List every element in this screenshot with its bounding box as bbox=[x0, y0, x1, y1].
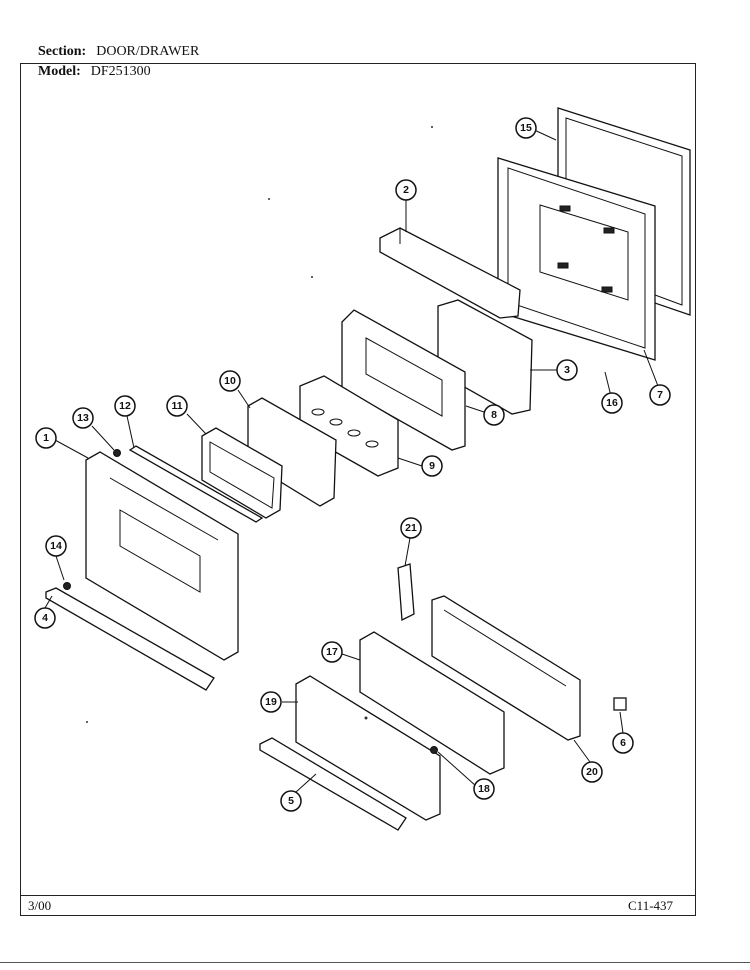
svg-text:19: 19 bbox=[265, 696, 277, 708]
section-value: DOOR/DRAWER bbox=[96, 44, 200, 59]
svg-text:8: 8 bbox=[491, 409, 497, 421]
scan-specks bbox=[86, 126, 433, 723]
svg-text:12: 12 bbox=[119, 400, 131, 412]
svg-text:5: 5 bbox=[288, 795, 294, 807]
callout-18: 18 bbox=[473, 778, 495, 800]
callout-15: 15 bbox=[515, 117, 537, 139]
callout-19: 19 bbox=[260, 691, 282, 713]
svg-text:20: 20 bbox=[586, 766, 598, 778]
part-11-gasket bbox=[201, 427, 283, 519]
footer-date: 3/00 bbox=[28, 898, 52, 913]
part-18-screw bbox=[430, 746, 438, 754]
callout-21: 21 bbox=[400, 517, 422, 539]
part-1-outer-door bbox=[85, 451, 239, 661]
callout-3: 3 bbox=[556, 359, 578, 381]
part-7-inner-door-liner bbox=[497, 157, 656, 361]
model-label: Model: bbox=[38, 64, 81, 79]
svg-text:14: 14 bbox=[50, 540, 62, 552]
svg-text:11: 11 bbox=[171, 400, 182, 412]
footer-page-code: C11-437 bbox=[628, 898, 674, 913]
page-bottom-rule bbox=[0, 962, 750, 963]
svg-text:3: 3 bbox=[564, 364, 570, 376]
svg-text:6: 6 bbox=[620, 737, 626, 749]
part-20-drawer-body bbox=[431, 595, 581, 741]
callout-17: 17 bbox=[321, 641, 343, 663]
part-4-bottom-trim bbox=[45, 587, 215, 691]
callout-13: 13 bbox=[72, 407, 94, 429]
callout-2: 2 bbox=[395, 179, 417, 201]
callout-14: 14 bbox=[45, 535, 67, 557]
svg-text:2: 2 bbox=[403, 184, 409, 196]
svg-text:15: 15 bbox=[520, 122, 532, 134]
part-21-slide-bracket bbox=[397, 563, 415, 622]
part-2-vent-duct bbox=[379, 227, 521, 319]
callout-6: 6 bbox=[612, 732, 634, 754]
model-line: Model: DF251300 bbox=[38, 64, 151, 80]
svg-text:17: 17 bbox=[326, 646, 338, 658]
part-14-screw bbox=[63, 582, 71, 590]
callout-16: 16 bbox=[601, 392, 623, 414]
callout-11: 11 bbox=[166, 395, 188, 417]
callout-7: 7 bbox=[649, 384, 671, 406]
svg-text:10: 10 bbox=[224, 375, 236, 387]
part-17-drawer-panel bbox=[359, 631, 505, 775]
svg-text:16: 16 bbox=[606, 397, 618, 409]
svg-text:9: 9 bbox=[429, 460, 435, 472]
svg-text:13: 13 bbox=[77, 412, 89, 424]
svg-text:18: 18 bbox=[478, 783, 490, 795]
part-6-clip bbox=[613, 697, 627, 711]
callout-4: 4 bbox=[34, 607, 56, 629]
callout-8: 8 bbox=[483, 404, 505, 426]
part-13-screw bbox=[113, 449, 121, 457]
part-5-drawer-trim bbox=[259, 737, 407, 831]
callout-9: 9 bbox=[421, 455, 443, 477]
callout-12: 12 bbox=[114, 395, 136, 417]
callout-20: 20 bbox=[581, 761, 603, 783]
svg-text:4: 4 bbox=[42, 612, 48, 624]
section-label: Section: bbox=[38, 44, 87, 59]
section-line: Section: DOOR/DRAWER bbox=[38, 44, 199, 60]
svg-text:7: 7 bbox=[657, 389, 663, 401]
callout-1: 1 bbox=[35, 427, 57, 449]
svg-text:1: 1 bbox=[43, 432, 49, 444]
part-19-drawer-front bbox=[295, 675, 441, 821]
diagram-frame bbox=[20, 63, 696, 916]
model-value: DF251300 bbox=[90, 64, 151, 79]
callout-10: 10 bbox=[219, 370, 241, 392]
callout-5: 5 bbox=[280, 790, 302, 812]
footer-divider bbox=[20, 895, 696, 896]
svg-text:21: 21 bbox=[405, 522, 417, 534]
